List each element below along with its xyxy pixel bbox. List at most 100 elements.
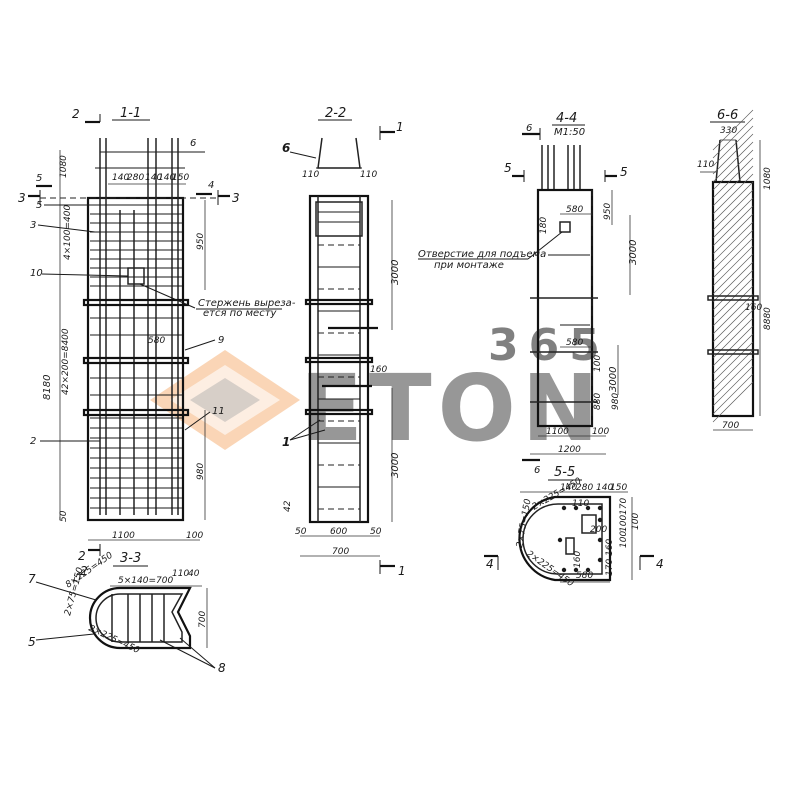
dim-110-6-6: 110 bbox=[697, 160, 714, 170]
hatch-line bbox=[712, 141, 754, 183]
dim-700-2-2: 700 bbox=[332, 547, 349, 557]
cut-4-left-5-5: 4 bbox=[486, 557, 494, 571]
cut-2-bottom: 2 bbox=[78, 549, 86, 563]
dim-950: 950 bbox=[196, 233, 206, 250]
rebar-dot bbox=[561, 567, 567, 573]
dim-5-5-100c: 100 bbox=[631, 513, 641, 530]
dim-3000-b-4-4: 3000 bbox=[608, 367, 619, 392]
stirrups-middle bbox=[90, 317, 182, 396]
dim-5-5-140b: 140 bbox=[596, 483, 613, 493]
dim-330-6-6: 330 bbox=[720, 126, 737, 136]
dim-top-5: 150 bbox=[172, 173, 189, 183]
hatch-line bbox=[712, 245, 754, 287]
rebar-dot bbox=[561, 505, 567, 511]
hatch-line bbox=[712, 149, 754, 191]
hatch-line bbox=[712, 373, 754, 415]
arc-3-3-c: 2×225=450 bbox=[87, 624, 141, 656]
hatch-line bbox=[712, 173, 754, 215]
dim-600: 600 bbox=[330, 527, 347, 537]
dim-3-3-110: 110 bbox=[172, 569, 189, 579]
watermark-logo-icon bbox=[150, 350, 300, 450]
rebar-dot bbox=[585, 505, 591, 511]
hatch-line bbox=[712, 285, 754, 327]
callout-10: 10 bbox=[30, 268, 43, 279]
dim-5-5-160: 160 bbox=[605, 539, 615, 556]
stirrups-2-2 bbox=[318, 244, 360, 510]
dim-160-2-2: 160 bbox=[370, 365, 387, 375]
rebar-dot bbox=[573, 567, 579, 573]
dim-5-5-100b: 100 bbox=[619, 531, 629, 548]
dim-5-5-110: 110 bbox=[572, 499, 589, 509]
stirrup-grid-top bbox=[90, 204, 182, 287]
dim-50: 50 bbox=[59, 510, 69, 522]
hatch-line bbox=[712, 109, 754, 151]
hatch-line bbox=[712, 213, 754, 255]
hatch-line bbox=[712, 349, 754, 391]
scale-4-4: М1:50 bbox=[554, 127, 585, 138]
watermark-365: 365 bbox=[488, 320, 610, 371]
dim-100-bot-4-4: 100 bbox=[592, 427, 609, 437]
cut-1-top: 1 bbox=[396, 120, 404, 134]
arc-5-5-b: 2×75=150 bbox=[515, 498, 533, 549]
cut-4-right-5-5: 4 bbox=[656, 557, 664, 571]
dim-top-2: 280 bbox=[127, 173, 144, 183]
dim-5-5-200: 200 bbox=[590, 525, 607, 535]
dim-580-b-4-4: 580 bbox=[566, 338, 583, 348]
rebar-dots-5-5 bbox=[557, 505, 603, 573]
callout-2: 2 bbox=[30, 436, 36, 447]
dim-1080: 1080 bbox=[59, 155, 69, 178]
cut-3-left: 3 bbox=[18, 191, 26, 205]
dim-1100-4-4: 1100 bbox=[546, 427, 569, 437]
dim-50-right-2-2: 50 bbox=[370, 527, 382, 537]
cut-2-3-3: 2 bbox=[80, 564, 88, 578]
hatch-line bbox=[712, 277, 754, 319]
dim-980: 980 bbox=[196, 463, 206, 480]
dim-580: 580 bbox=[148, 336, 165, 346]
dim-950-4-4: 950 bbox=[603, 203, 613, 220]
dim-5-5-170b: 170 bbox=[605, 559, 615, 576]
hatch-line bbox=[712, 365, 754, 407]
rebar-dot bbox=[573, 505, 579, 511]
rebar-dot bbox=[597, 517, 603, 523]
cut-5-left-4-4: 5 bbox=[504, 161, 512, 175]
section-1-1-title: 1-1 bbox=[120, 106, 141, 121]
dim-180-4-4: 180 bbox=[539, 217, 549, 234]
dim-width-100: 100 bbox=[186, 531, 203, 541]
rebar-dot bbox=[557, 537, 563, 543]
hatch-line bbox=[712, 157, 754, 199]
dim-3000-b-2-2: 3000 bbox=[390, 453, 401, 478]
hatch-line bbox=[712, 357, 754, 399]
dim-50-left-2-2: 50 bbox=[295, 527, 307, 537]
hatch-line bbox=[712, 381, 754, 423]
cut-1-bottom: 1 bbox=[398, 564, 406, 578]
dim-580-a-4-4: 580 bbox=[566, 205, 583, 215]
section-3-3: 3-3 2 5×140=700 110 40 700 8×225=450 2×7… bbox=[28, 550, 226, 675]
dim-3-3-top: 5×140=700 bbox=[118, 576, 173, 586]
dim-top-3: 140 bbox=[145, 173, 162, 183]
dim-100-4-4: 100 bbox=[593, 355, 603, 372]
dim-42: 42 bbox=[283, 500, 293, 512]
cut-3-right: 3 bbox=[232, 191, 240, 205]
hatch-line bbox=[712, 229, 754, 271]
dim-5-5-100a: 100 bbox=[619, 515, 629, 532]
section-1-1: 1-1 2 6 140 280 140 140 150 5 4 3 3 bbox=[18, 106, 296, 563]
hatch-line bbox=[712, 237, 754, 279]
dim-5-5-140a: 140 bbox=[560, 483, 577, 493]
watermark: 365 ETON bbox=[150, 320, 610, 462]
dim-1080-6-6: 1080 bbox=[763, 167, 773, 190]
dim-stirrup: 4×100=400 bbox=[63, 205, 73, 260]
section-4-4: 4-4 М1:50 6 5 5 580 180 Отверстие для по… bbox=[418, 111, 639, 476]
dim-5-5-280: 280 bbox=[576, 483, 593, 493]
dim-5-5-150: 150 bbox=[610, 483, 627, 493]
dim-160-6-6: 160 bbox=[745, 303, 762, 313]
stirrup-grid-bottom bbox=[90, 417, 182, 509]
callout-5: 5 bbox=[36, 200, 42, 211]
hatch-line bbox=[712, 309, 754, 351]
note-lift-hole-line2: при монтаже bbox=[434, 260, 504, 271]
rebar-dot bbox=[597, 537, 603, 543]
dim-880-4-4: 880 bbox=[593, 393, 603, 410]
dim-110-left: 110 bbox=[302, 170, 319, 180]
callout-11: 11 bbox=[212, 406, 225, 417]
label-6-2-2: 6 bbox=[282, 141, 290, 155]
